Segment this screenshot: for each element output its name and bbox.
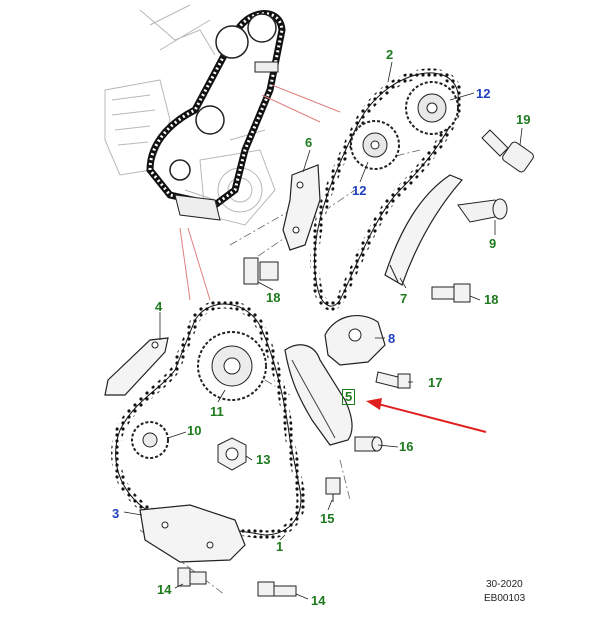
callout-5: 5	[342, 389, 356, 405]
camshaft-bolt	[481, 129, 534, 173]
upper-tensioner-guide	[282, 164, 321, 251]
guide-pin-upper	[457, 198, 508, 223]
guide-stud	[325, 477, 341, 502]
date-code: 30-2020	[486, 579, 523, 590]
guide-bolt-left	[243, 257, 279, 285]
highlight-arrow	[366, 398, 487, 433]
callout-16: 16	[399, 439, 414, 454]
callout-leaders	[123, 61, 523, 600]
callout-14-right: 14	[311, 593, 326, 608]
illustration-id: EB00103	[484, 593, 526, 604]
callout-15: 15	[320, 511, 335, 526]
callout-6: 6	[305, 135, 313, 150]
callout-9: 9	[489, 236, 497, 251]
chain-tensioner	[324, 314, 386, 366]
intermediate-sprocket	[197, 331, 267, 401]
callout-17: 17	[428, 375, 443, 390]
callout-4: 4	[155, 299, 163, 314]
callout-18-right: 18	[484, 292, 499, 307]
guide-bolt-lower-left	[177, 567, 207, 587]
callout-11: 11	[210, 404, 224, 419]
lower-left-guide	[104, 337, 169, 396]
guide-bolt-lower-right	[257, 581, 297, 597]
callout-1: 1	[276, 539, 284, 554]
callout-2: 2	[386, 47, 394, 62]
reference-leader-lines	[179, 84, 341, 301]
tensioner-rail	[284, 344, 353, 446]
callout-19: 19	[516, 112, 531, 127]
callout-18-left: 18	[266, 290, 281, 305]
callout-10: 10	[187, 423, 202, 438]
assembled-chain-overview	[146, 10, 286, 221]
rail-pivot-pin	[354, 436, 383, 452]
callout-12-upper: 12	[476, 86, 491, 101]
upper-guide-rail	[384, 174, 464, 286]
tensioner-bolt	[375, 371, 411, 389]
callout-14-left: 14	[157, 582, 172, 597]
lower-chain-guide	[139, 504, 246, 563]
callout-3: 3	[112, 506, 120, 521]
camshaft-sprocket-upper	[405, 81, 459, 135]
guide-bolt-right	[431, 283, 471, 303]
callout-13: 13	[256, 452, 271, 467]
lower-timing-chain	[111, 299, 306, 540]
callout-8: 8	[388, 331, 396, 346]
callout-12-lower: 12	[352, 183, 367, 198]
crankshaft-sprocket	[131, 421, 169, 459]
sprocket-nut	[217, 437, 247, 471]
callout-7: 7	[400, 291, 408, 306]
camshaft-sprocket-lower	[350, 120, 400, 170]
